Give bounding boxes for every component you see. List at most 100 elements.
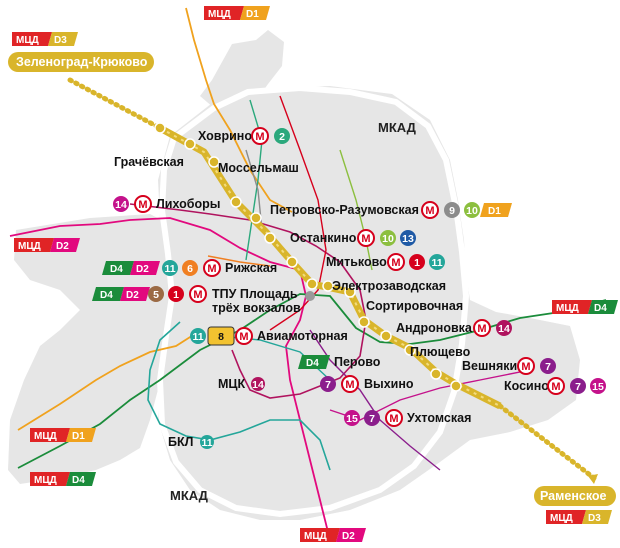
mcc-num: 14 <box>252 379 264 391</box>
terminal-north-label: Зеленоград-Крюково <box>16 55 148 69</box>
transfer-line-11: 11 <box>190 328 206 344</box>
svg-text:М: М <box>477 323 486 335</box>
svg-text:1: 1 <box>414 257 420 269</box>
transfer-line-1: 1 <box>168 286 184 302</box>
svg-text:9: 9 <box>449 205 455 217</box>
metro-icon: М <box>251 127 269 145</box>
svg-text:1: 1 <box>173 289 179 301</box>
transfer-line-15: 15 <box>344 410 360 426</box>
moscow-city-area <box>8 30 580 520</box>
svg-text:D3: D3 <box>54 35 67 46</box>
metro-icon: М <box>134 195 152 213</box>
svg-text:D3: D3 <box>588 513 601 524</box>
svg-text:М: М <box>193 289 202 301</box>
transfer-line-1: 1 <box>409 254 425 270</box>
bkl-label-group: БКЛ 11 <box>168 435 214 449</box>
station-labels: Ховрино М 2 Грачёвская Моссельмаш 14 М Л… <box>92 127 606 427</box>
transfer-line-2: 2 <box>274 128 290 144</box>
svg-text:МЦД: МЦД <box>550 513 573 524</box>
metro-icon: М <box>547 377 565 395</box>
svg-text:5: 5 <box>153 289 159 301</box>
svg-text:10: 10 <box>382 233 394 245</box>
mcc-line <box>129 203 367 399</box>
metro-icon: М <box>357 229 375 247</box>
badge-d1-sw: МЦД D1 <box>30 428 96 442</box>
station-kosino: Косино <box>504 379 549 393</box>
station-vykhino: Выхино <box>364 377 414 391</box>
transfer-line-7: 7 <box>540 358 556 374</box>
svg-text:D4: D4 <box>110 264 123 275</box>
badge-d2-south: МЦД D2 <box>300 528 366 542</box>
metro-icon: М <box>203 259 221 277</box>
transfer-line-7: 7 <box>320 376 336 392</box>
metro-line-2 <box>245 99 263 261</box>
svg-text:14: 14 <box>115 199 127 211</box>
badge-d3-north: МЦД D3 <box>12 32 78 46</box>
transfer-line-5: 5 <box>148 286 164 302</box>
station-elektrozavodskaya: Электрозаводская <box>332 279 446 293</box>
svg-text:7: 7 <box>545 361 551 373</box>
station-perovo: Перово <box>334 355 381 369</box>
transfer-line-10: 10 <box>380 230 396 246</box>
transfer-line-7: 7 <box>570 378 586 394</box>
transfer-line-15: 15 <box>590 378 606 394</box>
transfer-d2: D2 <box>120 287 150 301</box>
transfer-line-9: 9 <box>444 202 460 218</box>
transfer-line-11: 11 <box>429 254 445 270</box>
transfer-line-13: 13 <box>400 230 416 246</box>
svg-text:М: М <box>425 205 434 217</box>
station-sortirovochnaya: Сортировочная <box>366 299 463 313</box>
svg-text:М: М <box>255 131 264 143</box>
metro-icon: М <box>421 201 439 219</box>
svg-text:11: 11 <box>192 331 203 343</box>
station-rizhskaya: Рижская <box>225 261 277 275</box>
svg-text:М: М <box>345 379 354 391</box>
svg-text:М: М <box>239 331 248 343</box>
metro-line-10 <box>339 149 373 271</box>
badge-d3-south: МЦД D3 <box>546 510 612 524</box>
bkl-line <box>147 321 331 471</box>
svg-text:D2: D2 <box>136 264 149 275</box>
transfer-d4: D4 <box>298 355 330 369</box>
transfer-line-8: 8 <box>207 326 235 346</box>
transfer-line-14: 14 <box>113 196 129 212</box>
transfer-line-14: 14 <box>496 320 512 336</box>
svg-text:D1: D1 <box>488 206 501 217</box>
svg-text:14: 14 <box>498 323 510 335</box>
svg-text:D1: D1 <box>246 9 259 20</box>
mcc-label-group: МЦК 14 <box>218 377 265 391</box>
station-ukhtomskaya: Ухтомская <box>407 411 471 425</box>
transfer-d1: D1 <box>480 203 512 217</box>
svg-text:6: 6 <box>187 263 193 275</box>
station-petrovsko-razumovskaya: Петровско-Разумовская <box>270 203 419 217</box>
metro-line-6 <box>207 255 271 267</box>
metro-line-1 <box>269 95 327 331</box>
badge-d4-east: МЦД D4 <box>552 300 618 314</box>
station-grachevskaya: Грачёвская <box>114 155 184 169</box>
svg-text:D2: D2 <box>126 290 139 301</box>
transfer-d4: D4 <box>102 261 134 275</box>
svg-text:2: 2 <box>279 131 285 143</box>
station-aviamotornaya: Авиамоторная <box>257 329 348 343</box>
transfer-line-7: 7 <box>364 410 380 426</box>
terminal-north: Зеленоград-Крюково <box>8 52 154 72</box>
svg-text:D1: D1 <box>72 431 85 442</box>
svg-text:D4: D4 <box>306 358 319 369</box>
metro-icon: М <box>235 327 253 345</box>
d1-line-south <box>17 331 199 431</box>
svg-text:11: 11 <box>164 263 175 275</box>
d3-stations <box>154 122 462 392</box>
svg-text:МЦД: МЦД <box>208 9 231 20</box>
svg-text:М: М <box>361 233 370 245</box>
metro-icon: М <box>387 253 405 271</box>
svg-text:М: М <box>521 361 530 373</box>
station-mitkovo: Митьково <box>326 255 387 269</box>
svg-text:МЦД: МЦД <box>556 303 579 314</box>
mkad-ring <box>156 84 470 518</box>
station-khovrino: Ховрино <box>198 129 252 143</box>
svg-text:10: 10 <box>466 205 478 217</box>
svg-text:7: 7 <box>575 381 581 393</box>
station-likhobory: Лихоборы <box>156 197 220 211</box>
svg-text:МЦД: МЦД <box>16 35 39 46</box>
